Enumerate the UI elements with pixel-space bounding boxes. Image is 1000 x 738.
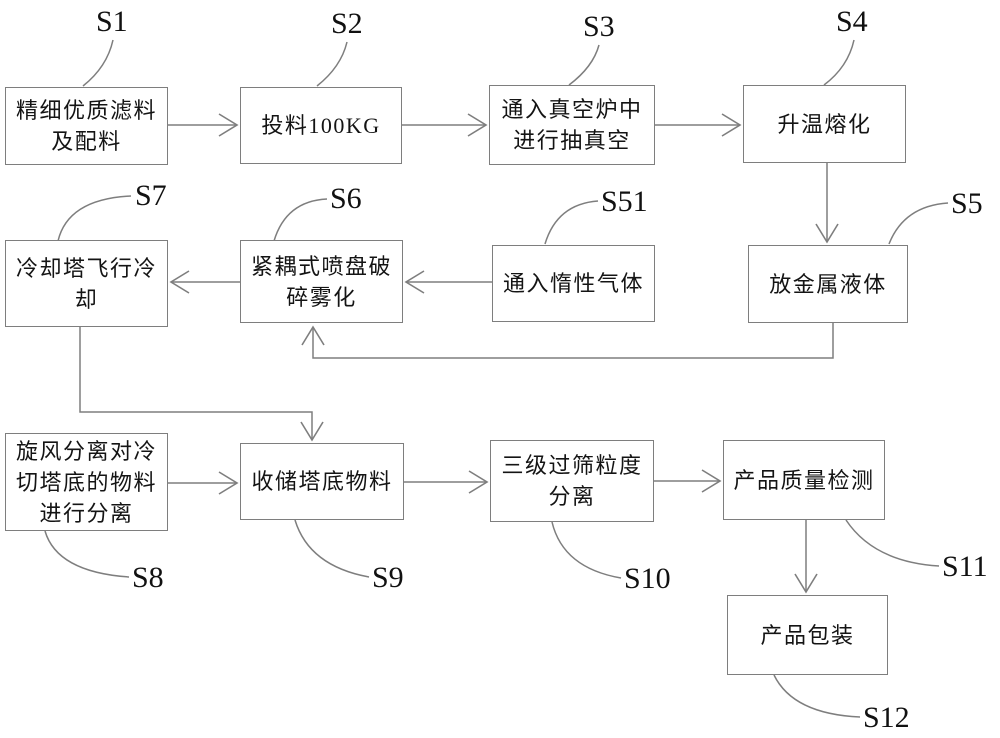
step-box-s3-line: 通入真空炉中: [501, 97, 643, 122]
step-box-s8-line: 切塔底的物料: [15, 469, 157, 495]
step-box-s8-line: 旋风分离对冷: [15, 438, 157, 464]
step-label-s1: S1: [96, 5, 128, 38]
step-box-s7-line: 却: [74, 286, 99, 312]
leader-s1: [82, 39, 114, 87]
step-label-s2: S2: [331, 7, 363, 40]
arrow-s7-s9: [79, 327, 324, 442]
step-box-s1-line: 精细优质滤料: [15, 98, 157, 123]
leader-s7: [57, 195, 132, 242]
leader-s10: [551, 521, 622, 579]
step-label-s3: S3: [583, 10, 615, 43]
step-label-s5: S5: [951, 187, 983, 220]
step-box-s10-line: 分离: [548, 484, 596, 509]
step-box-s3-line: 进行抽真空: [513, 128, 631, 153]
step-box-s2-line: 投料100KG: [261, 113, 381, 138]
leader-s4: [823, 39, 855, 86]
step-label-s11: S11: [942, 550, 988, 583]
step-label-s7: S7: [135, 179, 167, 212]
leader-s11: [845, 519, 940, 567]
step-label-s6: S6: [330, 182, 362, 215]
step-label-s4: S4: [836, 5, 868, 38]
step-box-s5: 放金属液体: [748, 245, 908, 323]
step-box-s5-line: 放金属液体: [769, 271, 887, 297]
step-box-s10: 三级过筛粒度 分离: [490, 440, 654, 522]
step-box-s12-line: 产品包装: [760, 622, 855, 648]
leader-s8: [44, 530, 130, 578]
step-box-s11-line: 产品质量检测: [733, 467, 875, 493]
step-box-s6-line: 紧耦式喷盘破: [250, 253, 392, 279]
arrow-s5-s6: [301, 323, 834, 359]
step-box-s7: 冷却塔飞行冷 却: [5, 240, 168, 327]
step-box-s1: 精细优质滤料 及配料: [5, 87, 168, 165]
leader-s9: [294, 519, 370, 578]
step-box-s1-line: 及配料: [51, 129, 122, 154]
step-box-s6-line: 碎雾化: [286, 284, 357, 310]
step-box-s10-line: 三级过筛粒度: [501, 453, 643, 478]
step-label-s51: S51: [601, 185, 648, 218]
leader-s5: [888, 202, 949, 245]
step-box-s8: 旋风分离对冷 切塔底的物料 进行分离: [5, 433, 168, 531]
step-label-s12: S12: [863, 701, 910, 734]
step-box-s51-line: 通入惰性气体: [502, 271, 644, 296]
step-box-s11: 产品质量检测: [723, 440, 885, 520]
step-box-s4-line: 升温熔化: [777, 111, 872, 137]
leader-s2: [316, 41, 348, 87]
step-box-s9: 收储塔底物料: [240, 443, 404, 520]
leader-s3: [568, 44, 600, 86]
step-box-s6: 紧耦式喷盘破 碎雾化: [240, 240, 403, 323]
leader-s6: [273, 198, 328, 242]
step-box-s12: 产品包装: [727, 595, 888, 675]
step-box-s2: 投料100KG: [240, 87, 402, 164]
step-box-s9-line: 收储塔底物料: [251, 469, 393, 494]
step-box-s4: 升温熔化: [743, 85, 906, 163]
step-box-s7-line: 冷却塔飞行冷: [15, 255, 157, 281]
leader-s51: [544, 200, 599, 245]
step-box-s8-line: 进行分离: [39, 500, 134, 526]
step-label-s9: S9: [372, 561, 404, 594]
step-box-s3: 通入真空炉中 进行抽真空: [489, 85, 655, 165]
step-label-s8: S8: [132, 561, 164, 594]
step-label-s10: S10: [624, 562, 671, 595]
step-box-s51: 通入惰性气体: [492, 245, 655, 322]
leader-s12: [773, 674, 861, 718]
